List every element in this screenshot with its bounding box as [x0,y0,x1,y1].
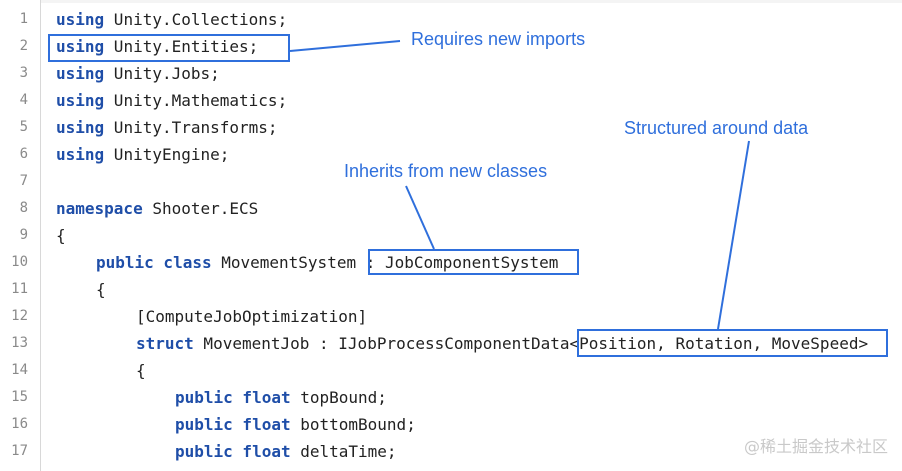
code-line[interactable]: using Unity.Collections; [56,6,287,33]
inherits-highlight-box [368,249,579,275]
line-number: 6 [19,146,28,162]
code-text: Unity.Transforms; [104,118,278,137]
line-number: 2 [19,38,28,54]
line-number: 13 [11,335,28,351]
code-line[interactable]: using UnityEngine; [56,141,229,168]
code-text: UnityEngine; [104,145,230,164]
line-number: 9 [19,227,28,243]
code-text: Unity.Mathematics; [104,91,288,110]
line-number: 10 [11,254,28,270]
code-text: Unity.Jobs; [104,64,220,83]
code-text: { [96,280,106,299]
code-keyword: public float [175,388,291,407]
inherits-connector-line [405,185,435,250]
code-text: { [56,226,66,245]
line-number: 8 [19,200,28,216]
top-border [0,0,902,3]
code-text: [ComputeJobOptimization] [136,307,368,326]
code-keyword: using [56,118,105,137]
code-text: { [136,361,146,380]
code-keyword: using [56,37,105,56]
imports-connector-line [289,40,401,52]
code-text: deltaTime; [290,442,397,461]
code-line[interactable]: public float deltaTime; [175,438,397,465]
imports-highlight-box [48,34,290,62]
code-keyword: using [56,145,105,164]
code-line[interactable]: struct MovementJob : IJobProcessComponen… [136,330,868,357]
code-keyword: using [56,10,105,29]
line-number: 14 [11,362,28,378]
data-highlight-box [577,329,888,357]
watermark: @稀土掘金技术社区 [743,437,888,456]
code-line[interactable]: { [136,357,146,384]
annotation-data: Structured around data [624,118,809,138]
line-number: 12 [11,308,28,324]
annotation-inherits: Inherits from new classes [344,161,548,181]
code-text: MovementSystem : JobComponentSystem [211,253,559,272]
code-line[interactable]: using Unity.Entities; [56,33,258,60]
code-keyword: public float [175,415,291,434]
line-number: 17 [11,443,28,459]
data-connector-line [717,140,750,330]
line-number: 16 [11,416,28,432]
code-keyword: namespace [56,199,143,218]
line-number: 15 [11,389,28,405]
line-number: 11 [11,281,28,297]
line-number: 3 [19,65,28,81]
code-text: Shooter.ECS [142,199,259,218]
code-keyword: using [56,64,105,83]
code-keyword: using [56,91,105,110]
line-number: 4 [19,92,28,108]
code-line[interactable]: public class MovementSystem : JobCompone… [96,249,558,276]
code-text: MovementJob : IJobProcessComponentData<P… [193,334,869,353]
line-number: 1 [19,11,28,27]
line-number: 7 [19,173,28,189]
code-line[interactable]: { [96,276,106,303]
code-text: topBound; [290,388,387,407]
code-line[interactable]: using Unity.Transforms; [56,114,278,141]
code-line[interactable]: using Unity.Jobs; [56,60,220,87]
line-number: 5 [19,119,28,135]
code-keyword: public class [96,253,212,272]
line-number-gutter: 1 2 3 4 5 6 7 8 9 10 11 12 13 14 15 16 1… [0,0,41,471]
code-text: bottomBound; [290,415,416,434]
code-line[interactable]: { [56,222,66,249]
code-line[interactable]: public float topBound; [175,384,387,411]
code-line[interactable]: using Unity.Mathematics; [56,87,287,114]
code-text: Unity.Entities; [104,37,259,56]
code-keyword: struct [136,334,194,353]
annotation-imports: Requires new imports [411,29,586,49]
code-line[interactable]: namespace Shooter.ECS [56,195,258,222]
code-keyword: public float [175,442,291,461]
code-line[interactable]: public float bottomBound; [175,411,416,438]
code-line[interactable]: [ComputeJobOptimization] [136,303,367,330]
code-text: Unity.Collections; [104,10,288,29]
